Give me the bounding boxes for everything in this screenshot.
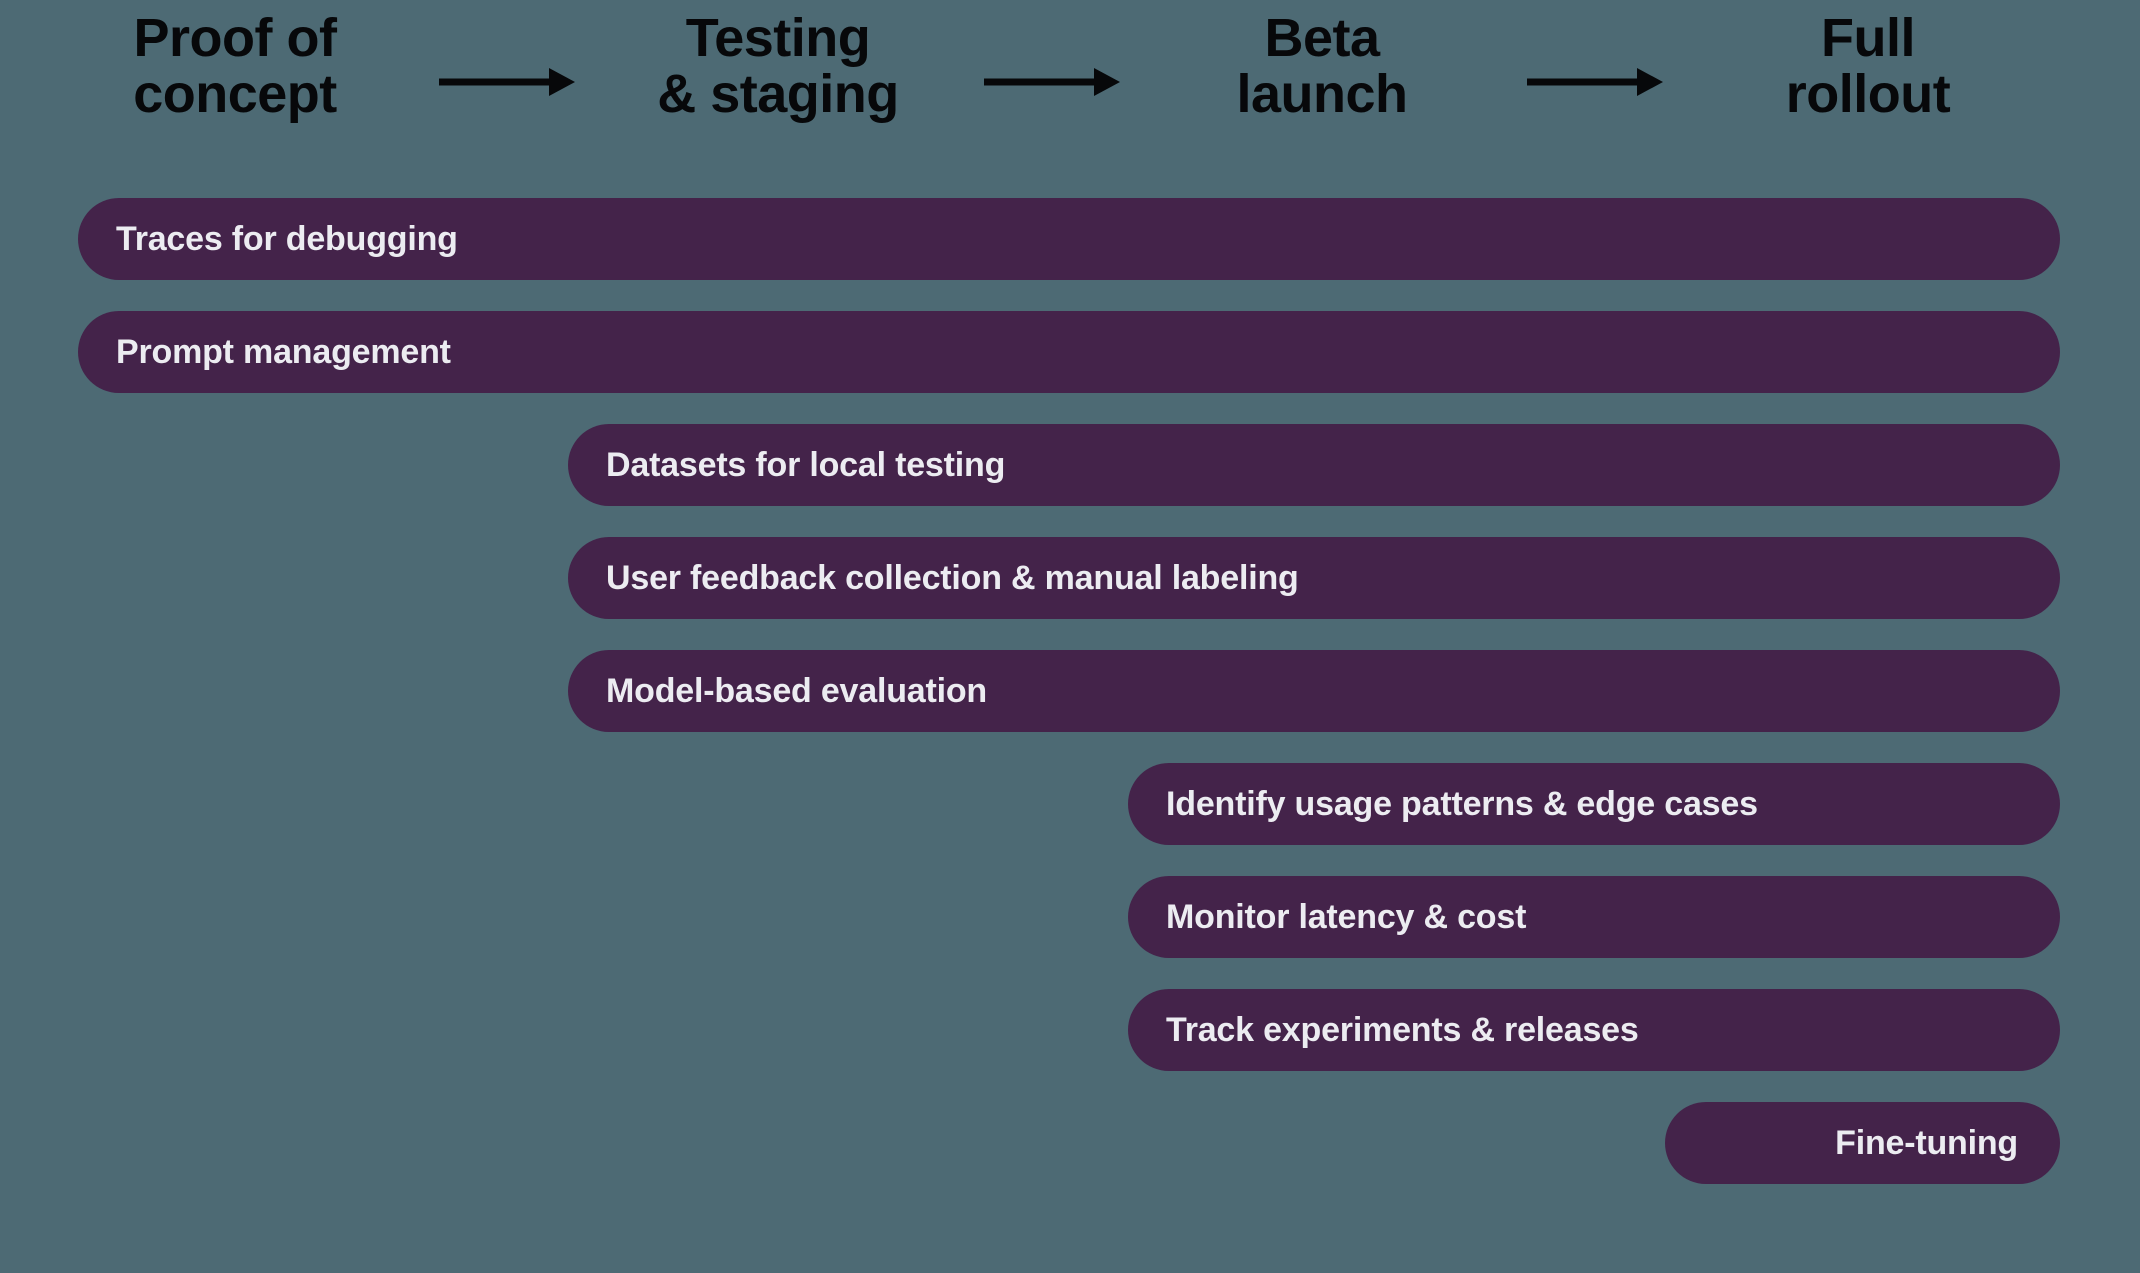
stage-header-row: Proof of concept Testing & staging Beta … bbox=[0, 0, 2140, 150]
capability-bar-track-experiments-and-releases[interactable]: Track experiments & releases bbox=[1128, 989, 2060, 1071]
capability-bar-label: Model-based evaluation bbox=[606, 671, 988, 710]
capability-bar-traces-for-debugging[interactable]: Traces for debugging bbox=[78, 198, 2060, 280]
capability-bar-prompt-management[interactable]: Prompt management bbox=[78, 311, 2060, 393]
capability-bar-label: Traces for debugging bbox=[116, 219, 458, 258]
stage-label-line2: launch bbox=[1236, 64, 1408, 125]
stage-label-line1: Proof of bbox=[133, 8, 337, 68]
stage-label-line1: Beta bbox=[1264, 8, 1380, 68]
stage-testing-and-staging: Testing & staging bbox=[628, 10, 928, 122]
stage-proof-of-concept: Proof of concept bbox=[85, 10, 385, 122]
capability-bar-user-feedback-collection[interactable]: User feedback collection & manual labeli… bbox=[568, 537, 2060, 619]
capability-bar-label: Monitor latency & cost bbox=[1166, 897, 1527, 936]
stage-beta-launch: Beta launch bbox=[1172, 10, 1472, 122]
capability-bar-label: Track experiments & releases bbox=[1166, 1010, 1639, 1049]
capability-bar-datasets-for-local-testing[interactable]: Datasets for local testing bbox=[568, 424, 2060, 506]
stage-label-line2: & staging bbox=[657, 64, 899, 125]
stage-label-line2: concept bbox=[133, 64, 337, 125]
stage-label-line1: Testing bbox=[685, 8, 871, 68]
capability-bar-label: Fine-tuning bbox=[1835, 1123, 2018, 1162]
arrow-poc-to-testing-icon bbox=[437, 62, 577, 102]
capability-bar-label: User feedback collection & manual labeli… bbox=[606, 558, 1299, 597]
capability-bar-label: Datasets for local testing bbox=[606, 445, 1006, 484]
capability-bar-identify-usage-patterns[interactable]: Identify usage patterns & edge cases bbox=[1128, 763, 2060, 845]
arrow-beta-to-rollout-icon bbox=[1525, 62, 1665, 102]
capability-bar-model-based-evaluation[interactable]: Model-based evaluation bbox=[568, 650, 2060, 732]
stage-label-line2: rollout bbox=[1785, 64, 1951, 125]
stage-full-rollout: Full rollout bbox=[1718, 10, 2018, 122]
capability-bar-fine-tuning[interactable]: Fine-tuning bbox=[1665, 1102, 2060, 1184]
capability-bar-monitor-latency-and-cost[interactable]: Monitor latency & cost bbox=[1128, 876, 2060, 958]
arrow-testing-to-beta-icon bbox=[982, 62, 1122, 102]
capability-bar-label: Prompt management bbox=[116, 332, 451, 371]
capability-bar-label: Identify usage patterns & edge cases bbox=[1166, 784, 1758, 823]
stage-label-line1: Full bbox=[1821, 8, 1915, 68]
